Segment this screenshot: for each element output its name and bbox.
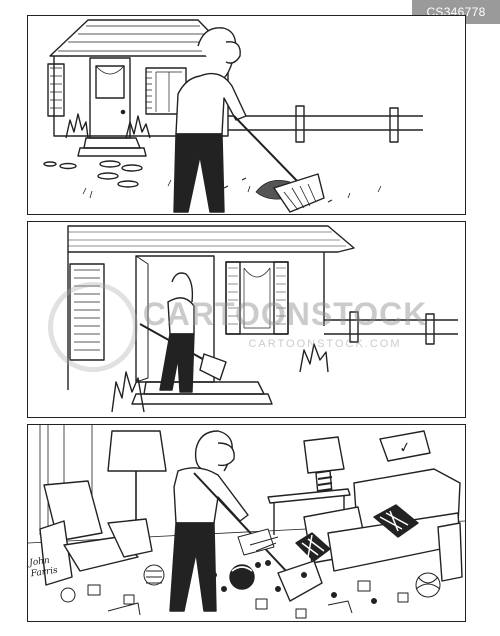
- house-roof: [49, 19, 234, 57]
- rake-head: [277, 560, 323, 602]
- panel-3-living-room: ✓: [27, 424, 466, 622]
- shrub-right: [125, 115, 151, 139]
- toy-clutter: [60, 528, 441, 619]
- fence: [228, 115, 423, 131]
- panel-2-entering-house: [27, 221, 466, 418]
- house-window-right: [225, 261, 289, 335]
- woman-sweater: [167, 297, 195, 335]
- entrance-illustration: [67, 225, 458, 413]
- cushion-checkered-1: [373, 504, 419, 538]
- woman-pants: [169, 522, 217, 612]
- woman-face: [217, 442, 235, 467]
- table-lamp-shade: [303, 436, 345, 474]
- house-window-left: [69, 263, 105, 361]
- yard-illustration: [43, 19, 423, 213]
- woman-hair: [171, 272, 194, 303]
- fence: [324, 319, 458, 335]
- wall-picture: [379, 430, 431, 462]
- woman-pants: [159, 333, 195, 393]
- panel-1-yard: [27, 15, 466, 215]
- woman-pants: [173, 133, 225, 213]
- woman-sweater: [175, 72, 247, 135]
- house-window-left: [47, 63, 65, 117]
- shrub-left: [65, 113, 89, 139]
- woman-hair: [197, 27, 237, 79]
- rake-head: [273, 173, 325, 213]
- woman-face: [225, 41, 241, 64]
- cushion-checkered-2: [295, 532, 331, 562]
- rake-head: [199, 353, 227, 381]
- house-roof: [67, 225, 355, 253]
- floor-lamp-shade: [107, 430, 167, 472]
- ball: [229, 564, 255, 590]
- wall-paneling: [39, 425, 93, 535]
- living-room-illustration: ✓: [28, 425, 465, 619]
- wall-picture-check-icon: ✓: [398, 439, 412, 457]
- shrub-left: [111, 371, 145, 413]
- woman-sweater: [173, 467, 249, 524]
- shrub-right: [299, 343, 329, 373]
